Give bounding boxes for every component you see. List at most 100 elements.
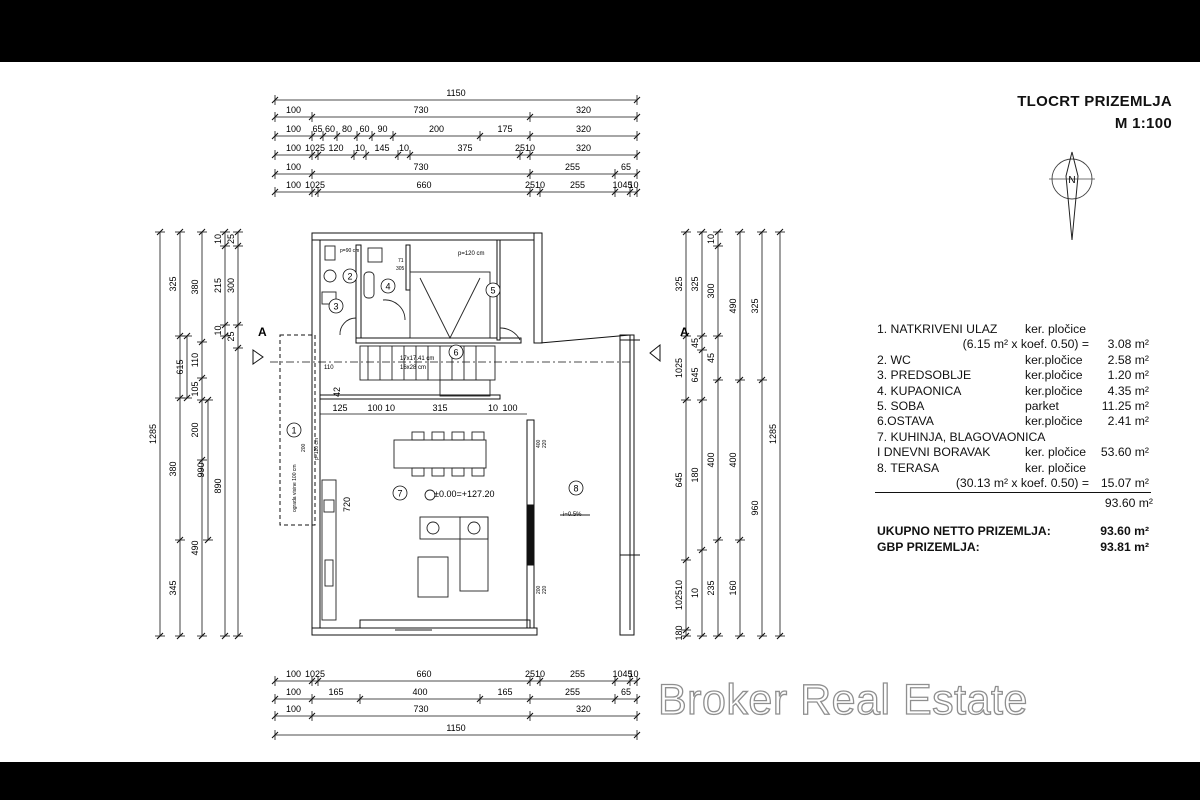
right-dim-col-c-tick-slash: [714, 332, 722, 340]
bottom-dim-row1-tick-slash: [633, 677, 641, 685]
elevation-label: ±0.00=+127.20: [434, 489, 495, 499]
top-dim-row3-tick-slash: [406, 151, 414, 159]
wall: [405, 244, 411, 291]
left-dim-615-tick-slash: [183, 394, 191, 402]
bottom-dim-row3-tick-slash: [308, 712, 316, 720]
left-dim-col5-tick-slash: [234, 632, 242, 640]
left-dim-col4-tick-slash: [221, 321, 229, 329]
legend-room-name: 8. TERASA: [877, 460, 940, 475]
bottom-dim-row1-tick-slash: [308, 677, 316, 685]
top-dim-row3-tick-slash: [308, 151, 316, 159]
bottom-dim-row2-label: 100: [286, 687, 301, 697]
left-dim-col5-label: 25: [226, 331, 236, 341]
door-width-label: p=120 cm: [458, 251, 485, 257]
wall: [311, 232, 543, 241]
right-dim-col-c-label: 45: [706, 353, 716, 363]
door-width-label: p=120 cm: [314, 438, 320, 460]
watermark: Broker Real Estate: [657, 675, 1028, 724]
room-1-marker: [286, 422, 302, 438]
door-swing-wc-icon: [339, 317, 357, 336]
legend-room-name: 4. KUPAONICA: [877, 383, 962, 398]
top-dim-row4-tick-slash: [308, 170, 316, 178]
top-dim-row2-label: 90: [377, 124, 387, 134]
left-dim-total-tick-slash: [156, 632, 164, 640]
room-2-label: 2: [347, 272, 352, 282]
top-dim-row1-label: 100: [286, 105, 301, 115]
bottom-dim-row2-tick-slash: [476, 695, 484, 703]
kitchen-sink-icon: [323, 499, 335, 513]
left-dim-990-tick-slash: [204, 396, 212, 404]
legend-room-name: 6.OSTAVA: [877, 414, 934, 429]
wall: [319, 394, 501, 400]
right-dim-col-a-tick-slash: [682, 632, 690, 640]
bottom-dim-row2-label: 165: [497, 687, 512, 697]
right-dim-col-d-tick-slash: [736, 228, 744, 236]
section-marker-label: A: [258, 325, 267, 339]
right-dim-total-tick-slash: [776, 228, 784, 236]
left-dim-615-label: 615: [175, 359, 185, 374]
top-dim-row2-tick-slash: [353, 132, 361, 140]
left-dim-col4-tick-slash: [221, 242, 229, 250]
left-dim-col5-tick-slash: [234, 321, 242, 329]
interior-dim-label: 100: [367, 403, 382, 413]
legend-material: (30.13 m² x koef. 0.50) =: [955, 476, 1089, 490]
bottom-letterbox-bar: [0, 762, 1200, 800]
right-dim-col-e-label: 325: [750, 298, 760, 313]
top-dim-row5-tick-slash: [308, 188, 316, 196]
summary-net-value: 93.60 m²: [1100, 524, 1149, 538]
left-dim-col3-tick-slash: [198, 396, 206, 404]
room-3-label: 3: [333, 302, 338, 312]
north-label: N: [1068, 175, 1075, 186]
top-dim-row2-tick-slash: [319, 132, 327, 140]
left-dim-col2-label: 325: [168, 276, 178, 291]
top-dim-row3-label: 145: [374, 143, 389, 153]
legend-area: 3.08 m²: [1107, 337, 1149, 352]
left-dim-col2-tick-slash: [176, 228, 184, 236]
room-4-marker: [380, 278, 396, 294]
room-7-marker: [392, 485, 408, 501]
left-dim-col5-tick-slash: [234, 228, 242, 236]
elevation-marker-icon: [424, 489, 436, 501]
bathtub-icon: [363, 271, 375, 299]
summary-gross-value: 93.81 m²: [1100, 540, 1149, 554]
window-label: 220: [542, 585, 548, 594]
left-dim-col5-tick-slash: [234, 344, 242, 352]
left-dim-col3-tick-slash: [198, 228, 206, 236]
legend-area: 11.25 m²: [1101, 399, 1149, 413]
top-dim-row2-label: 60: [359, 124, 369, 134]
top-dim-row3-tick-slash: [350, 151, 358, 159]
top-dim-row2-label: 100: [286, 124, 301, 134]
interior-dim-label: 125: [332, 403, 347, 413]
top-dim-row2-tick-slash: [526, 132, 534, 140]
room-5-label: 5: [490, 286, 495, 296]
bottom-dim-row3-tick-slash: [271, 712, 279, 720]
top-dim-row5-tick-slash: [526, 188, 534, 196]
top-dim-row1-tick-slash: [526, 113, 534, 121]
legend-room-name: 3. PREDSOBLJE: [877, 368, 972, 383]
window-label: 220: [542, 439, 548, 448]
right-dim-col-d-label: 160: [728, 580, 738, 595]
right-dim-col-b-label: 45: [690, 338, 700, 348]
top-dim-row2-label: 320: [576, 124, 591, 134]
legend-area: 1.20 m²: [1107, 368, 1149, 383]
room-6-label: 6: [453, 348, 458, 358]
bottom-dim-row3-label: 100: [286, 704, 301, 714]
top-letterbox-bar: [0, 0, 1200, 62]
room-6-marker: [448, 344, 464, 360]
right-dim-col-a-tick-slash: [682, 626, 690, 634]
legend-material: parket: [1025, 399, 1059, 413]
legend-area: 53.60 m²: [1100, 445, 1149, 460]
top-dim-total-tick-slash: [633, 96, 641, 104]
terrace-edge-top: [539, 334, 631, 344]
bottom-dim-row1-label: 660: [416, 669, 431, 679]
legend-room-name: 2. WC: [877, 352, 911, 367]
left-dim-col4-label: 10: [213, 234, 223, 244]
sliding-door: [359, 619, 531, 629]
window-label: 400: [536, 439, 542, 448]
legend-material: ker.pločice: [1025, 414, 1083, 429]
right-dim-col-b-label: 180: [690, 467, 700, 482]
right-dim-col-c-tick-slash: [714, 632, 722, 640]
wall: [355, 244, 362, 341]
